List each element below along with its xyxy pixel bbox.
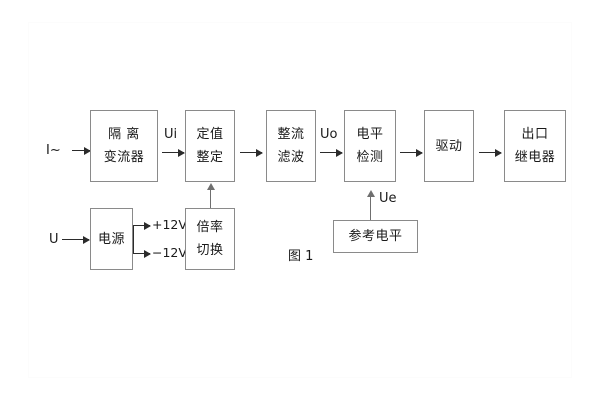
block-output-relay-line-1: 出口 bbox=[521, 127, 549, 142]
block-isolation-ct-line-1: 隔 离 bbox=[108, 127, 140, 142]
ue-signal-label: Ue bbox=[379, 191, 397, 206]
ui-signal-label: Ui bbox=[164, 127, 178, 142]
figure-caption: 图 1 bbox=[288, 249, 314, 264]
block-output-relay-line-2: 继电器 bbox=[514, 150, 556, 165]
block-isolation-ct: 隔 离 变流器 bbox=[90, 110, 158, 182]
arrow-isolation-ct-to-setpoint bbox=[162, 148, 185, 157]
uo-signal-label: Uo bbox=[320, 127, 338, 142]
block-rectify-filter: 整流 滤波 bbox=[266, 110, 316, 182]
block-range-switch: 倍率 切换 bbox=[185, 208, 235, 270]
block-power-supply-line-1: 电源 bbox=[97, 231, 125, 247]
arrow-setpoint-to-rectify bbox=[240, 148, 263, 157]
arrow-current-to-isolation-ct bbox=[72, 146, 91, 155]
current-input-label: I~ bbox=[46, 143, 61, 158]
block-rectify-filter-line-1: 整流 bbox=[277, 127, 305, 142]
block-range-switch-line-1: 倍率 bbox=[196, 220, 224, 235]
voltage-input-label: U bbox=[49, 232, 59, 247]
block-setpoint: 定值 整定 bbox=[185, 110, 235, 182]
block-output-relay: 出口 继电器 bbox=[504, 110, 566, 182]
supply-rail-bus bbox=[133, 225, 134, 254]
block-setpoint-line-1: 定值 bbox=[196, 127, 224, 142]
arrow-range-switch-to-setpoint bbox=[206, 183, 215, 208]
block-reference-level-line-1: 参考电平 bbox=[348, 229, 403, 244]
arrow-rectify-to-level-detect bbox=[320, 148, 343, 157]
block-setpoint-line-2: 整定 bbox=[196, 150, 224, 165]
arrow-supply-negative-rail bbox=[133, 249, 151, 258]
block-level-detect-line-1: 电平 bbox=[356, 127, 384, 142]
arrow-supply-positive-rail bbox=[133, 221, 151, 230]
block-reference-level: 参考电平 bbox=[333, 220, 418, 253]
supply-negative-label: −12V bbox=[152, 245, 187, 260]
block-level-detect-line-2: 检测 bbox=[356, 150, 384, 165]
arrow-level-detect-to-driver bbox=[400, 148, 423, 157]
block-driver-line-1: 驱动 bbox=[435, 138, 463, 154]
block-level-detect: 电平 检测 bbox=[344, 110, 396, 182]
block-driver: 驱动 bbox=[424, 110, 474, 182]
diagram-panel bbox=[28, 22, 572, 378]
block-rectify-filter-line-2: 滤波 bbox=[277, 150, 305, 165]
arrow-reference-level-to-level-detect bbox=[366, 190, 375, 220]
supply-positive-label: +12V bbox=[152, 217, 187, 232]
arrow-driver-to-output-relay bbox=[479, 148, 502, 157]
block-power-supply: 电源 bbox=[90, 208, 133, 270]
block-isolation-ct-line-2: 变流器 bbox=[103, 150, 145, 165]
arrow-voltage-to-power-supply bbox=[62, 235, 90, 244]
block-range-switch-line-2: 切换 bbox=[196, 243, 224, 258]
